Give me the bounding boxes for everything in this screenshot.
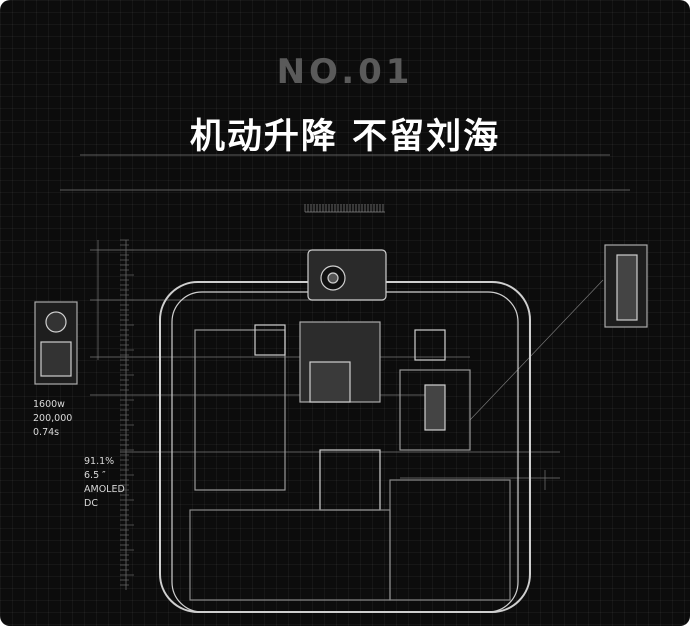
camera-spec-lifts: 200,000	[33, 413, 73, 424]
screen-spec-type: AMOLED	[84, 484, 125, 495]
screen-specs: 91.1% 6.5 ″ AMOLED DC	[84, 455, 125, 511]
screen-spec-dc: DC	[84, 498, 98, 509]
camera-specs: 1600w 200,000 0.74s	[33, 398, 72, 440]
section-number: NO.01	[276, 52, 414, 92]
screen-spec-ratio: 91.1%	[84, 456, 115, 467]
headline: 机动升降 不留刘海	[189, 117, 501, 157]
camera-spec-time: 0.74s	[33, 427, 60, 438]
popup-camera	[307, 249, 387, 301]
screen-spec-size: 6.5 ″	[84, 470, 106, 481]
camera-spec-resolution: 1600w	[33, 399, 65, 410]
